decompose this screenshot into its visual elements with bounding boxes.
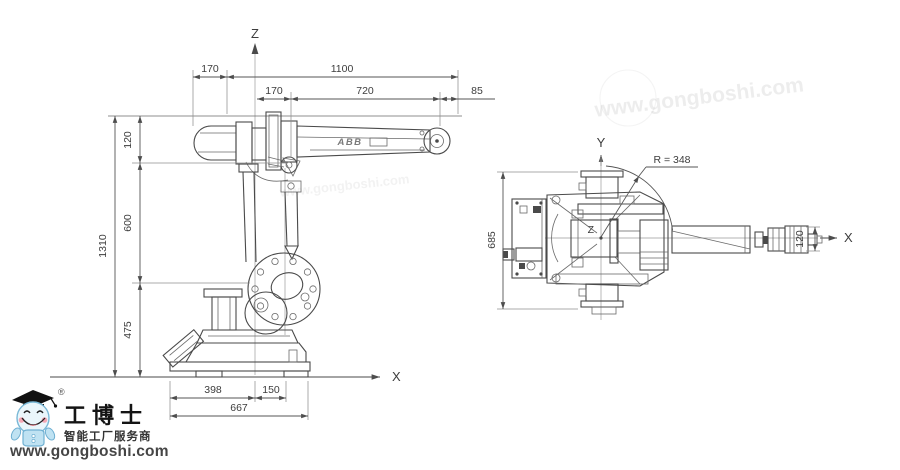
z-axis-label: Z [251,26,259,41]
dim-1310: 1310 [97,234,109,258]
logo-website-text: www.gongboshi.com [10,443,169,460]
dim-398: 398 [204,384,222,396]
watermark-text-small: www.gongboshi.com [278,171,410,200]
x-axis-label: X [392,369,401,384]
dim-120-side: 120 [122,131,134,149]
top-view-robot-art [502,170,823,315]
dim-600: 600 [122,214,134,232]
dim-475: 475 [122,321,134,339]
side-view: Z X [50,26,495,420]
dim-720: 720 [356,85,374,97]
turn-radius-callout: R = 348 [600,154,698,238]
dim-1100: 1100 [331,63,354,75]
dim-170-rear: 170 [201,63,219,75]
gongboshi-logo: ® 工博士 智能工厂服务商 www.gongboshi.com [2,381,172,469]
side-view-dimensions: 170 1100 170 720 85 1310 120 600 475 [97,63,495,420]
dim-685: 685 [486,231,498,249]
top-view-axes: Y X Z [545,135,853,320]
shoulder-bolt-circles [251,257,317,321]
top-view: Y X Z [486,135,853,320]
abb-brand-text: ABB [336,137,362,148]
dim-r348: R = 348 [653,154,690,166]
z-axis-arrow [251,43,259,54]
top-view-dimensions: 685 120 [486,171,820,310]
y-axis-label: Y [597,135,606,150]
x-axis-label-top: X [844,230,853,245]
dim-85: 85 [471,85,483,97]
logo-tagline-text: 智能工厂服务商 [64,429,152,443]
center-z-label: Z [588,224,595,236]
dim-667: 667 [230,402,248,414]
dim-170-front: 170 [265,85,283,97]
base-cable-connector [162,329,205,368]
gongboshi-mascot-icon [10,390,58,447]
watermark-text: www.gongboshi.com [592,73,805,122]
registered-trademark-symbol: ® [58,387,65,397]
dim-120-top: 120 [794,230,806,248]
logo-brand-text: 工博士 [64,404,149,429]
side-view-robot-art: ABB [108,111,462,378]
dim-150: 150 [262,384,280,396]
